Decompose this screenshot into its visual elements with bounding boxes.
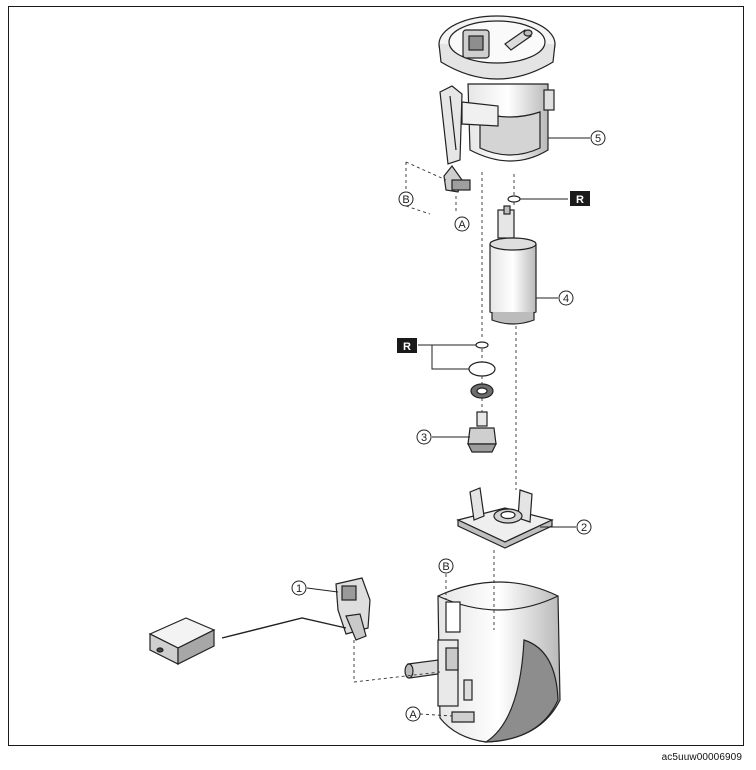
svg-text:1: 1 [296,583,302,595]
fuel-reservoir-cup [404,581,561,743]
callout-5: 5 [590,130,606,146]
callout-b-top: B [398,191,414,207]
svg-text:R: R [403,341,411,353]
fuel-gauge-sender-unit [148,577,371,665]
svg-text:R: R [576,194,584,206]
pump-bracket [456,487,554,549]
pump-module-flange [438,15,556,80]
svg-text:A: A [458,219,466,231]
svg-text:5: 5 [595,133,601,145]
svg-text:B: B [442,561,449,573]
svg-text:4: 4 [563,293,569,305]
seal-washer [470,383,494,399]
o-ring-small [475,341,489,349]
svg-text:2: 2 [581,522,587,534]
diagram-frame [8,6,744,746]
callout-b-bottom: B [438,558,454,574]
replace-badge-lower: R [397,338,417,353]
callout-a-bottom: A [405,706,421,722]
leader-lines [306,137,590,593]
alignment-lines [353,161,517,717]
svg-text:B: B [402,194,409,206]
pressure-regulator [467,411,497,453]
callout-1: 1 [291,580,307,596]
pump-module-body [439,83,555,193]
callout-3: 3 [416,429,432,445]
svg-text:A: A [409,709,417,721]
o-ring-upper [507,195,521,203]
svg-text:3: 3 [421,432,427,444]
replace-badge-upper: R [570,191,590,206]
figure-reference-code: ac5uuw00006909 [661,752,742,763]
callout-4: 4 [558,290,574,306]
o-ring-large [468,361,496,377]
callout-a-top: A [454,216,470,232]
fuel-pump [489,205,537,325]
callout-2: 2 [576,519,592,535]
